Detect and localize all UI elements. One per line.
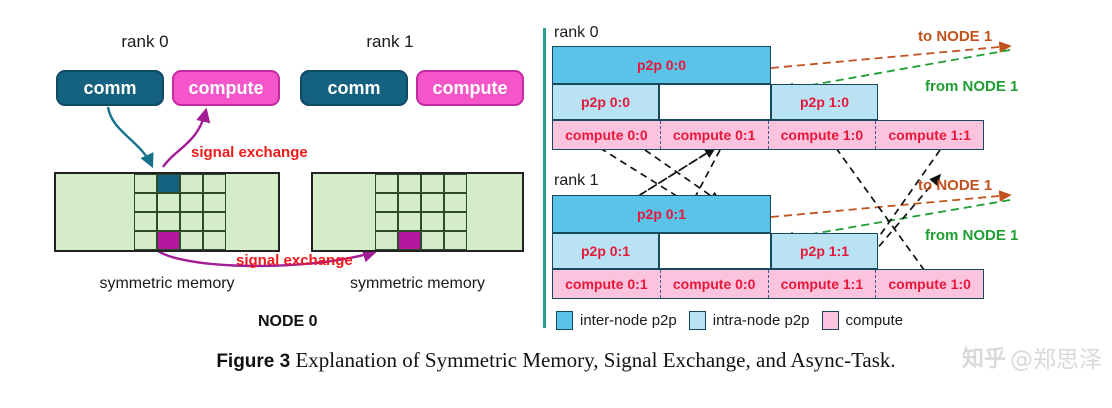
rank-0-intra-node-bar-2[interactable]: p2p 1:0 (771, 84, 878, 120)
compute-segment[interactable]: compute 0:0 (553, 121, 661, 149)
mem-cell (444, 193, 467, 212)
mem-cell (375, 231, 398, 250)
rank-0-memory-caption: symmetric memory (99, 275, 235, 292)
rank-0-memory-grid (134, 174, 226, 250)
legend-label: inter-node p2p (580, 311, 677, 329)
compute-segment[interactable]: compute 1:1 (769, 270, 877, 298)
node-0-label: NODE 0 (258, 313, 318, 330)
mem-cell (421, 174, 444, 193)
mem-cell (375, 174, 398, 193)
mem-cell (157, 212, 180, 231)
mem-cell (203, 174, 226, 193)
mem-cell (180, 231, 203, 250)
mem-cell (203, 212, 226, 231)
compute-segment[interactable]: compute 0:1 (553, 270, 661, 298)
rank-0-to-node-label: to NODE 1 (918, 28, 993, 45)
rank-1-intra-node-bar-1[interactable]: p2p 0:1 (552, 233, 659, 269)
rank-1-compute-row: compute 0:1 compute 0:0 compute 1:1 comp… (552, 269, 984, 299)
mem-cell (203, 193, 226, 212)
mem-cell (157, 193, 180, 212)
watermark: 知乎 @郑思泽 (962, 340, 1102, 374)
compute-segment[interactable]: compute 0:0 (661, 270, 769, 298)
rank-1-comm-box[interactable]: comm (300, 70, 408, 106)
mem-cell (203, 231, 226, 250)
right-timeline-panel: rank 0 p2p 0:0 p2p 0:0 p2p 1:0 compute 0… (540, 20, 1112, 335)
zhihu-logo-icon: 知乎 (961, 347, 1006, 372)
rank-1-intra-node-bar-2[interactable]: p2p 1:1 (771, 233, 878, 269)
legend-swatch-intra-node-icon (688, 310, 706, 330)
compute-segment[interactable]: compute 0:1 (661, 121, 769, 149)
mem-cell (398, 174, 421, 193)
figure-caption-text: Explanation of Symmetric Memory, Signal … (295, 348, 896, 372)
left-diagram-panel: rank 0 comm compute rank 1 comm compute … (0, 0, 540, 340)
rank-0-compute-row: compute 0:0 compute 0:1 compute 1:0 comp… (552, 120, 984, 150)
rank-0-from-node-label: from NODE 1 (925, 78, 1019, 95)
rank-0-intra-node-bar-1[interactable]: p2p 0:0 (552, 84, 659, 120)
figure-caption: Figure 3 Explanation of Symmetric Memory… (0, 348, 1112, 373)
rank-1-symmetric-memory (311, 172, 524, 252)
mem-cell (421, 231, 444, 250)
timeline-rank-1-label: rank 1 (554, 172, 599, 189)
rank-1-title: rank 1 (366, 32, 414, 51)
rank-1-intra-node-gap (659, 233, 771, 269)
mem-cell-signal-slot (157, 231, 180, 250)
compute-segment[interactable]: compute 1:0 (888, 276, 971, 292)
rank-0-inter-node-bar[interactable]: p2p 0:0 (552, 46, 771, 84)
mem-cell (421, 193, 444, 212)
mem-cell (444, 212, 467, 231)
mem-cell (444, 174, 467, 193)
mem-cell (180, 212, 203, 231)
legend-label: intra-node p2p (712, 311, 810, 329)
mem-cell (421, 212, 444, 231)
mem-cell (134, 174, 157, 193)
mem-cell (180, 174, 203, 193)
mem-cell (180, 193, 203, 212)
mem-cell (398, 193, 421, 212)
panel-accent-bar (543, 28, 546, 328)
rank-1-inter-node-bar[interactable]: p2p 0:1 (552, 195, 771, 233)
figure-number: Figure 3 (216, 351, 291, 372)
signal-exchange-label-top: signal exchange (191, 144, 308, 161)
legend-swatch-inter-node-icon (556, 310, 573, 330)
signal-exchange-label-bottom: signal exchange (236, 252, 353, 269)
rank-0-title: rank 0 (121, 32, 169, 51)
legend-label: compute (845, 311, 904, 329)
timeline-rank-0-label: rank 0 (554, 24, 599, 41)
rank-1-compute-box[interactable]: compute (416, 70, 524, 106)
mem-cell (444, 231, 467, 250)
compute-segment[interactable]: compute 1:1 (888, 127, 971, 143)
rank-1-from-node-label: from NODE 1 (925, 227, 1019, 244)
mem-cell (398, 212, 421, 231)
rank-0-compute-box[interactable]: compute (172, 70, 280, 106)
rank-1-memory-caption: symmetric memory (349, 275, 486, 292)
legend-item-compute: compute (821, 310, 904, 330)
timeline-legend: inter-node p2p intra-node p2p compute (556, 307, 903, 333)
mem-cell (134, 231, 157, 250)
legend-item-intra-node-p2p: intra-node p2p (688, 310, 810, 330)
legend-item-inter-node-p2p: inter-node p2p (556, 310, 677, 330)
rank-1-to-node-label: to NODE 1 (918, 177, 993, 194)
mem-cell (375, 212, 398, 231)
mem-cell-comm-slot (157, 174, 180, 193)
mem-cell (134, 193, 157, 212)
rank-0-symmetric-memory (54, 172, 280, 252)
legend-swatch-compute-icon (821, 310, 839, 330)
mem-cell (375, 193, 398, 212)
rank-0-intra-node-gap (659, 84, 771, 120)
rank-1-memory-grid (375, 174, 467, 250)
watermark-handle: @郑思泽 (1010, 347, 1102, 373)
mem-cell-signal-slot (398, 231, 421, 250)
mem-cell (134, 212, 157, 231)
compute-segment[interactable]: compute 1:0 (769, 121, 877, 149)
rank-0-comm-box[interactable]: comm (56, 70, 164, 106)
